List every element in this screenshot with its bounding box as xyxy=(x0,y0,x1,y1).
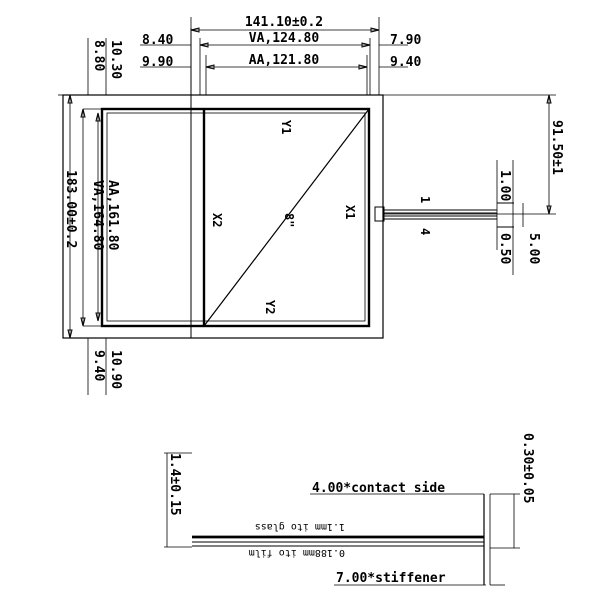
va-height-label: VA,164.80 xyxy=(90,180,105,251)
va-width-label: VA,124.80 xyxy=(249,31,320,46)
arrowhead xyxy=(546,205,552,215)
x1-label: X1 xyxy=(343,205,357,219)
arrowhead xyxy=(67,329,73,339)
arrowhead xyxy=(95,312,101,322)
arrowhead xyxy=(361,42,371,48)
film-note-label: 0.188mm ito film xyxy=(249,547,345,558)
pin-1-label: 1 xyxy=(418,196,432,203)
overall-height-label: 183.00±0.2 xyxy=(63,170,78,248)
arrowhead xyxy=(199,42,209,48)
active-area-outline xyxy=(106,112,366,322)
arrowhead xyxy=(358,64,368,70)
pin-4-label: 4 xyxy=(418,228,432,235)
stiffener-label: 7.00*stiffener xyxy=(336,571,446,586)
left-aa-offset-label: 9.90 xyxy=(142,55,173,70)
arrowhead xyxy=(95,112,101,122)
pin-width-label: 0.50 xyxy=(497,233,512,264)
tail-width-label: 5.00 xyxy=(526,233,541,264)
arrowhead xyxy=(67,94,73,104)
arrowhead xyxy=(80,108,86,118)
arrowhead xyxy=(546,94,552,104)
y1-label: Y1 xyxy=(279,120,293,134)
aa-height-label: AA,161.80 xyxy=(105,180,120,251)
pin-pitch-label: 1.00 xyxy=(497,170,512,201)
arrowhead xyxy=(80,317,86,327)
arrowhead xyxy=(190,27,200,33)
bottom-va-offset-label: 10.90 xyxy=(108,350,123,389)
right-aa-offset-label: 9.40 xyxy=(390,55,421,70)
x2-label: X2 xyxy=(210,213,224,227)
total-thickness-label: 1.4±0.15 xyxy=(167,453,182,516)
left-va-offset-label: 8.40 xyxy=(142,33,173,48)
arrowhead xyxy=(205,64,215,70)
aa-width-label: AA,121.80 xyxy=(249,53,320,68)
y2-label: Y2 xyxy=(263,300,277,314)
arrowhead xyxy=(370,27,380,33)
diagonal-size-label: 8" xyxy=(282,213,296,227)
view-area-outline xyxy=(100,107,371,328)
top-va-offset-label: 10.30 xyxy=(108,40,123,79)
right-va-offset-label: 7.90 xyxy=(390,33,421,48)
film-thickness-label: 0.30±0.05 xyxy=(520,433,535,503)
glass-note-label: 1.1mm ito glass xyxy=(255,521,345,532)
overall-width-label: 141.10±0.2 xyxy=(245,15,323,30)
diagonal-line xyxy=(203,108,370,327)
panel-outline xyxy=(62,94,384,339)
tail-position-label: 91.50±1 xyxy=(549,120,564,175)
bottom-aa-offset-label: 9.40 xyxy=(91,350,106,381)
top-aa-offset-label: 8.80 xyxy=(91,40,106,71)
contact-side-label: 4.00*contact side xyxy=(312,481,445,496)
